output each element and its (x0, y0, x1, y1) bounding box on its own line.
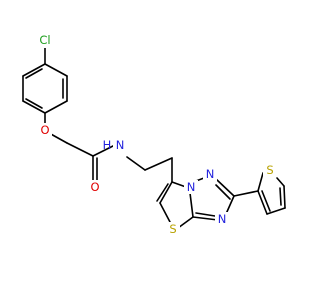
label-mask-nh (113, 138, 127, 152)
triazole-nitrogen-bottom-label: N (218, 212, 227, 226)
bond-thiazole-4 (189, 192, 194, 218)
bond-thiophene-1 (257, 190, 268, 215)
bond-ring-4 (22, 100, 46, 114)
bonds (22, 47, 286, 229)
atom-labels: Cl O O N H S N N N S (35, 32, 277, 236)
carbonyl-oxygen-label: O (90, 180, 99, 194)
bond-triazole-3 (215, 178, 235, 197)
ether-oxygen-label: O (40, 123, 49, 137)
label-mask-s-thiazole (166, 222, 180, 236)
bond-thiophene-3 (283, 185, 286, 209)
bond-thiophene-3-double (279, 187, 282, 206)
bond-ring-4-double (25, 98, 43, 109)
bond-thiazole-2 (159, 202, 171, 223)
bond-thiazole-5 (171, 181, 187, 188)
label-mask-s-thiophene (263, 163, 277, 177)
bond-thiazole-1 (159, 181, 173, 204)
bond-triazole-2 (225, 195, 235, 215)
bond-n-ch2 (126, 156, 146, 171)
thiazole-sulfur-label: S (169, 222, 176, 236)
bond-ring-1 (44, 63, 68, 77)
bridge-nitrogen-label: N (187, 180, 196, 194)
bond-ring-6 (22, 63, 46, 77)
chlorine-label: Cl (39, 33, 50, 47)
bond-thiazole-1-double (156, 183, 169, 202)
bond-thiophene-5 (257, 172, 264, 192)
thiophene-sulfur-label: S (266, 163, 273, 177)
bond-co-n (92, 145, 114, 157)
molecule-structure: Cl O O N H S N N N S (22, 32, 286, 236)
amide-nitrogen-label: N (116, 138, 125, 152)
triazole-nitrogen-top-label: N (206, 167, 215, 181)
label-mask-o-carbonyl (88, 180, 102, 194)
bond-ch2-co (66, 142, 94, 157)
bond-thiazole-3 (177, 216, 194, 229)
bond-triazole-1 (192, 216, 219, 221)
bond-ring-6-double (25, 68, 43, 79)
label-mask-n-triazole-a (203, 167, 217, 181)
bond-thiophene-2 (266, 207, 286, 215)
label-mask-n-bridge (184, 180, 198, 194)
label-mask-n-triazole-b (215, 212, 229, 226)
label-mask-o-ether (38, 123, 52, 137)
bond-triazole-3-double (215, 184, 231, 200)
bond-triazole-1-double (195, 212, 216, 217)
label-mask-cl (35, 32, 57, 48)
bond-triazole-thiophene (233, 190, 259, 197)
bond-thiophene-1-double (261, 190, 271, 212)
amide-hydrogen-label: H (103, 138, 112, 152)
bond-thiophene-4 (276, 177, 285, 187)
bond-ch2-ch2 (144, 157, 173, 171)
bond-ring-3 (44, 100, 68, 114)
